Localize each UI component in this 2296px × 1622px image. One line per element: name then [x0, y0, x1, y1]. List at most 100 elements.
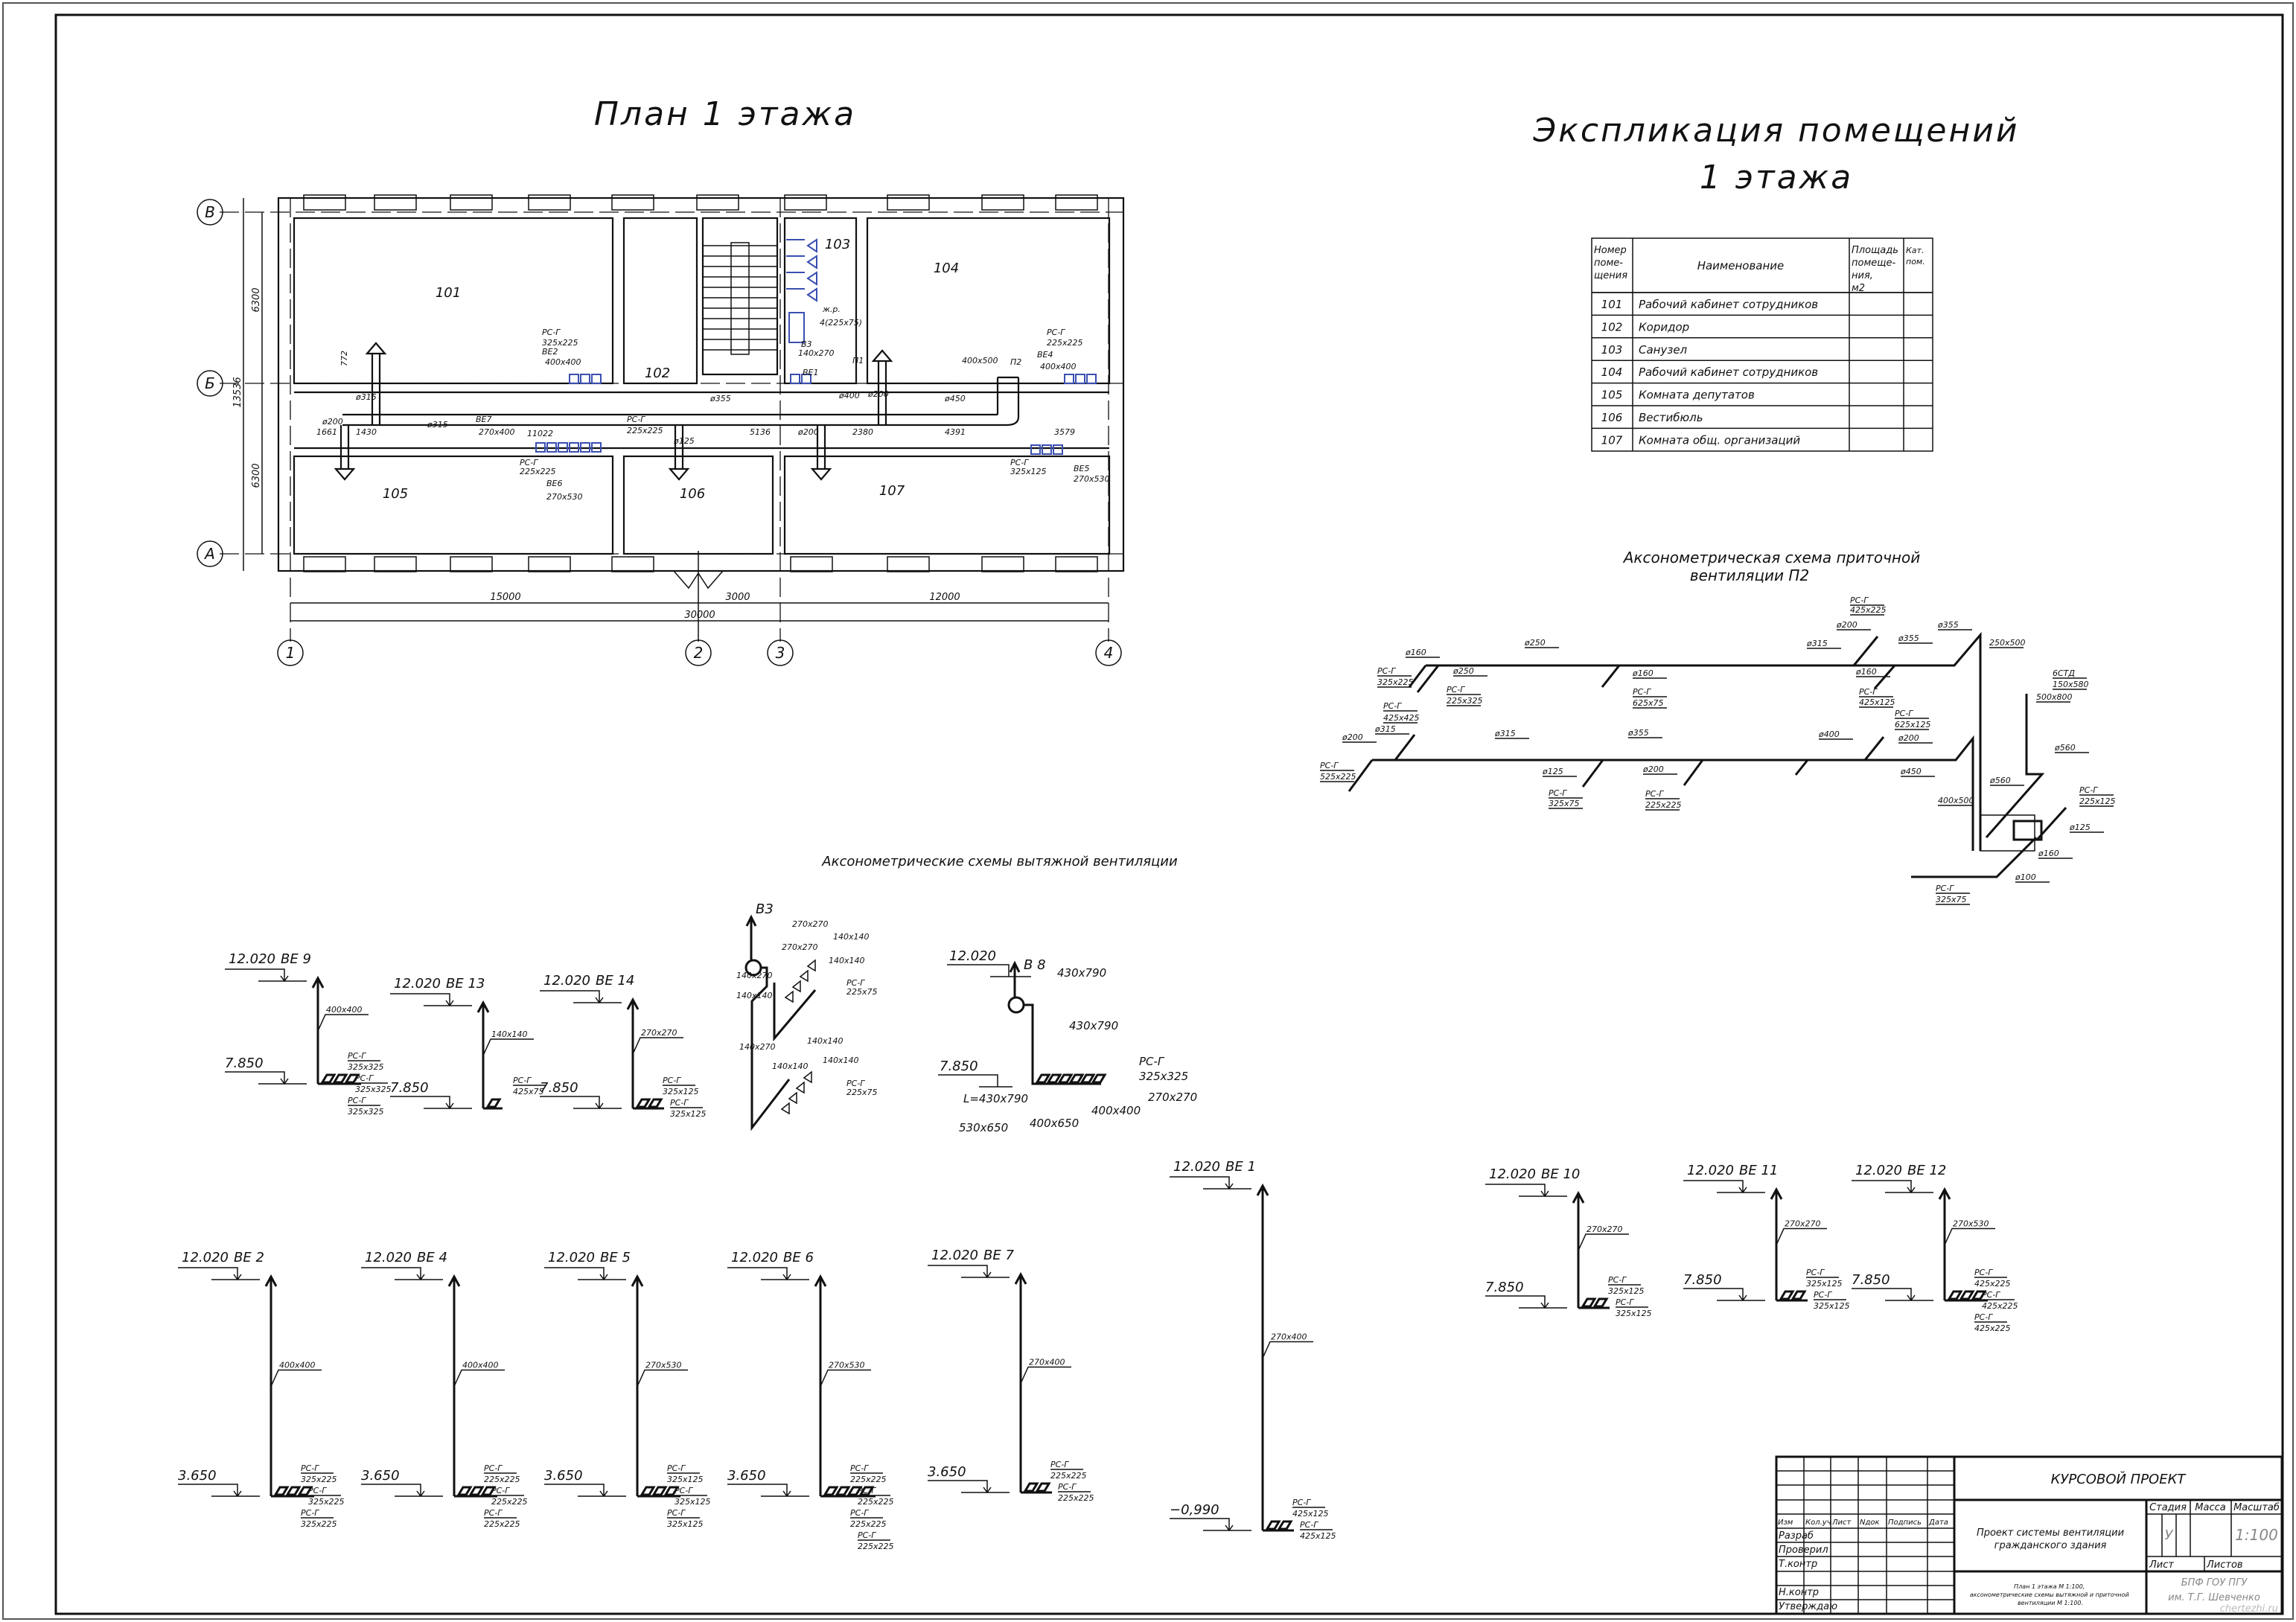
room-name: Рабочий кабинет сотрудников — [1639, 298, 1818, 311]
title-block: КУРСОВОЙ ПРОЕКТ Проект системы вентиляци… — [1775, 1455, 2283, 1615]
room-106-walls — [622, 455, 774, 555]
plan-annotation: ø400 — [838, 391, 860, 400]
elevation-mark-icon — [1852, 1180, 1933, 1194]
grille-type: РС-Г — [1300, 1520, 1318, 1530]
room-name: Вестибюль — [1639, 411, 1703, 424]
riser-name: ВЕ 11 — [1739, 1163, 1778, 1178]
grille-icon — [640, 1486, 656, 1496]
grille-icon — [456, 1486, 473, 1496]
room-name: Комната депутатов — [1639, 389, 1755, 402]
elevation-mark-icon — [544, 1484, 626, 1498]
supply-annotation: 150x580 — [2053, 680, 2089, 689]
grille-size: 325x125 — [1814, 1301, 1850, 1311]
axis-label-col: 1 — [286, 644, 296, 662]
leader-line — [1020, 1366, 1071, 1384]
supply-annotation: РС-Г — [1936, 884, 1954, 893]
grille-type: РС-Г — [1806, 1268, 1825, 1277]
supply-down-arrow-icon — [334, 425, 356, 481]
duct-size: 270x270 — [1785, 1219, 1821, 1229]
grille-icon — [790, 374, 800, 384]
top-elevation: 12.020 — [365, 1250, 412, 1265]
grille-type: РС-Г — [513, 1076, 532, 1085]
bottom-elevation: 3.650 — [544, 1468, 583, 1484]
grille-icon — [332, 1073, 348, 1084]
grille-icon — [468, 1486, 485, 1496]
supply-annotation: РС-Г — [2079, 785, 2098, 795]
project-type: КУРСОВОЙ ПРОЕКТ — [2051, 1471, 2187, 1487]
room-name: Коридор — [1639, 320, 1689, 333]
supply-annotation: 425x125 — [1859, 697, 1895, 707]
riser-name: ВЕ 10 — [1541, 1166, 1580, 1182]
grille-icon — [580, 374, 590, 384]
top-elevation: 12.020 — [229, 951, 275, 967]
supply-annotation: ø250 — [1452, 666, 1474, 676]
leader-line — [1776, 1227, 1827, 1245]
grille-icon — [1035, 1073, 1051, 1084]
grille-size: 225x225 — [491, 1497, 528, 1507]
grille-size: 225x225 — [484, 1475, 520, 1484]
supply-annotation: 225x225 — [1645, 800, 1682, 810]
room-number: 102 — [1601, 320, 1623, 333]
grille-type: РС-Г — [348, 1096, 366, 1105]
organization-2: им. Т.Г. Шевченко — [2168, 1592, 2260, 1603]
bottom-elevation: 7.850 — [225, 1056, 264, 1071]
b8-top-elevation: 12.020 — [949, 948, 996, 964]
organization-1: БПФ ГОУ ПГУ — [2181, 1577, 2248, 1589]
grille-type: РС-Г — [663, 1076, 681, 1085]
building-outline — [277, 197, 1125, 572]
plan-annotation: РС-Г — [542, 328, 561, 337]
room-label: 106 — [680, 486, 705, 502]
grilles — [535, 238, 1097, 455]
grille-size: 225x225 — [850, 1475, 887, 1484]
supply-annotation: ø200 — [1342, 732, 1363, 742]
b8-name: В 8 — [1024, 957, 1046, 973]
b8-annotation: РС-Г — [1139, 1055, 1165, 1068]
grille-icon — [1592, 1297, 1609, 1308]
elevation-mark-icon — [1485, 1295, 1567, 1309]
room-102-walls — [622, 217, 698, 385]
bottom-elevation: 7.850 — [540, 1080, 578, 1096]
supply-annotation: ø100 — [2015, 872, 2036, 882]
grille-type: РС-Г — [1608, 1275, 1627, 1285]
b8-annotation: 530x650 — [959, 1121, 1008, 1134]
top-elevation: 12.020 — [182, 1250, 229, 1265]
grille-icon — [803, 1070, 812, 1084]
bottom-elevation: −0,990 — [1170, 1502, 1219, 1518]
supply-annotation: 625x75 — [1633, 698, 1664, 708]
plan-annotation: 5136 — [750, 427, 771, 437]
room-number: 104 — [1601, 365, 1623, 379]
supply-annotation: ø200 — [1898, 733, 1919, 743]
leader-line — [317, 1014, 369, 1032]
plan-annotation: ø200 — [867, 389, 889, 399]
riser-name: ВЕ 6 — [783, 1250, 814, 1265]
grille-icon — [273, 1486, 290, 1496]
plan-annotation: 225x225 — [1047, 338, 1083, 348]
grille-type: РС-Г — [667, 1508, 686, 1518]
dim-total-horizontal: 30000 — [684, 610, 715, 621]
grille-icon — [784, 990, 794, 1003]
grille-type: РС-Г — [1616, 1297, 1634, 1307]
supply-annotation: ø560 — [1989, 776, 2011, 785]
duct-size: 270x270 — [1587, 1225, 1623, 1234]
grille-icon — [485, 1098, 502, 1108]
grille-type: РС-Г — [301, 1463, 319, 1473]
grille-icon — [835, 1486, 851, 1496]
riser-name: ВЕ 13 — [446, 976, 485, 992]
duct-size: 270x270 — [641, 1028, 677, 1038]
grille-type: РС-Г — [1982, 1290, 2000, 1300]
grille-icon — [591, 442, 602, 453]
axis-bubble — [685, 639, 712, 666]
supply-annotation: РС-Г — [1383, 701, 1402, 711]
plan-annotation: ø450 — [944, 394, 966, 403]
b3-annotation: 140x140 — [807, 1036, 844, 1046]
b3-annotation: РС-Г — [846, 978, 865, 988]
elevation-mark-icon — [727, 1267, 809, 1281]
header-category: Кат. пом. — [1906, 246, 1927, 266]
room-label: 107 — [879, 483, 905, 499]
grille-size: 325x225 — [301, 1475, 337, 1484]
